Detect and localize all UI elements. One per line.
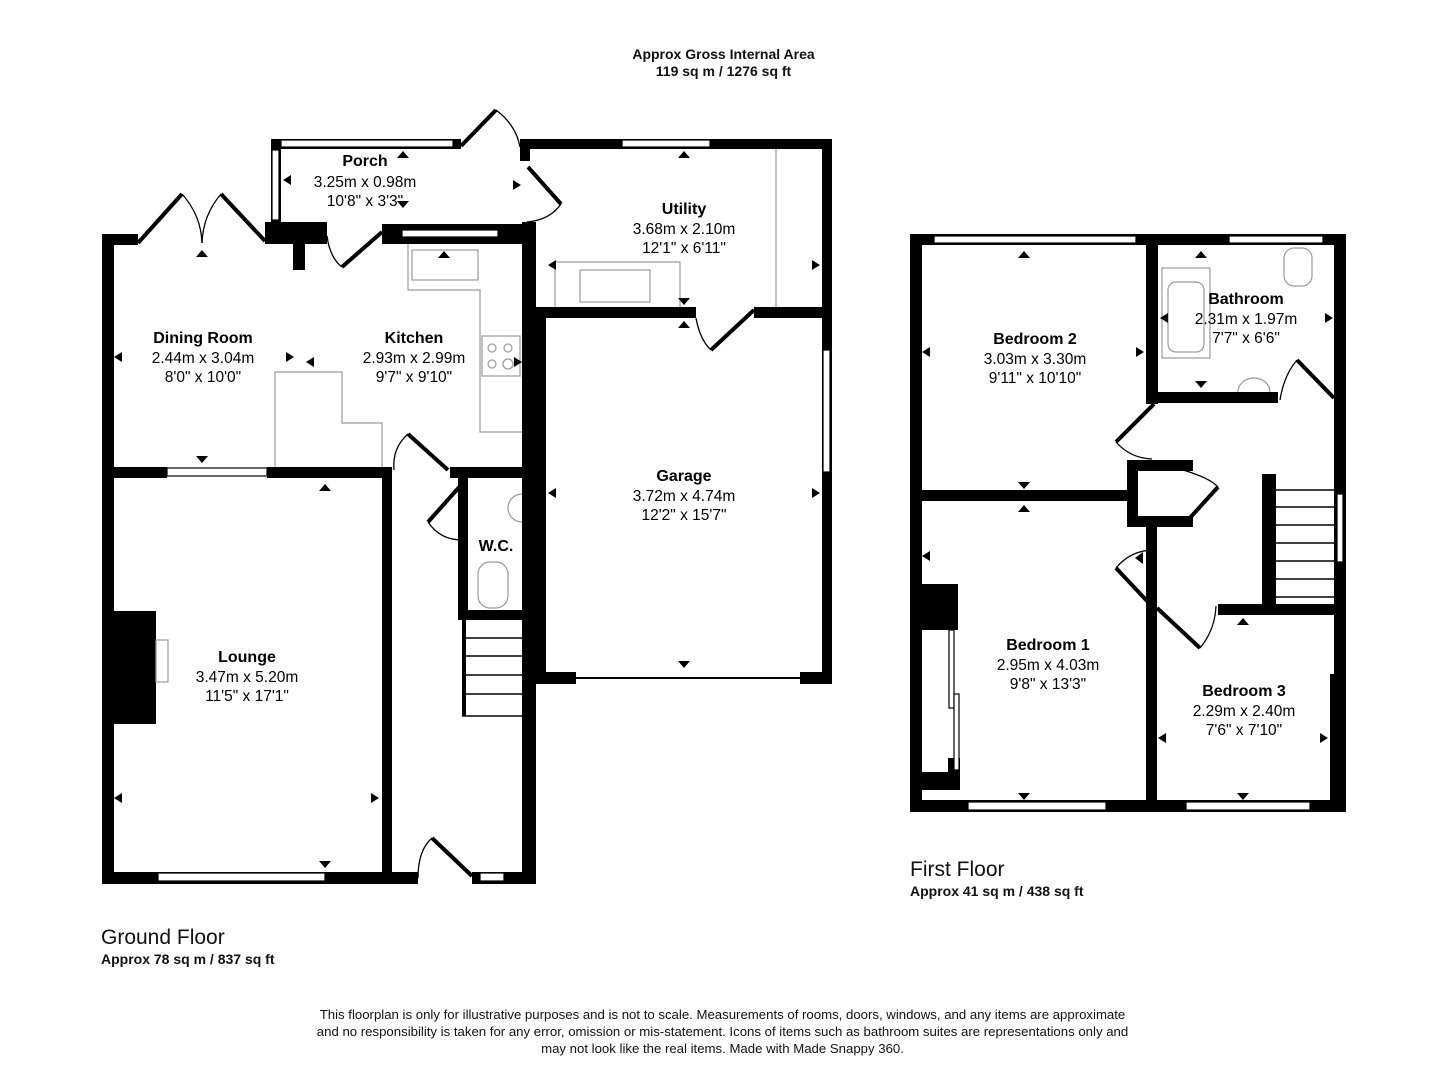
measurement-markers	[114, 151, 1333, 868]
room-label-bedroom-1: Bedroom 1 2.95m x 4.03m 9'8" x 13'3"	[997, 637, 1100, 693]
disclaimer-line-2: and no responsibility is taken for any e…	[316, 1024, 1129, 1039]
first-floor-plan	[910, 234, 1346, 812]
svg-text:3.03m x 3.30m: 3.03m x 3.30m	[984, 351, 1087, 368]
svg-text:12'1" x 6'11": 12'1" x 6'11"	[642, 240, 726, 257]
svg-text:9'8" x 13'3": 9'8" x 13'3"	[1010, 676, 1086, 693]
svg-text:3.47m x 5.20m: 3.47m x 5.20m	[196, 669, 299, 686]
svg-text:Porch: Porch	[342, 153, 387, 170]
svg-text:7'7" x 6'6": 7'7" x 6'6"	[1212, 330, 1280, 347]
svg-text:2.44m x 3.04m: 2.44m x 3.04m	[152, 350, 255, 367]
svg-text:Lounge: Lounge	[218, 649, 276, 666]
svg-text:10'8" x 3'3": 10'8" x 3'3"	[327, 193, 403, 210]
disclaimer-line-1: This floorplan is only for illustrative …	[319, 1007, 1126, 1022]
svg-text:W.C.: W.C.	[479, 538, 514, 555]
svg-text:8'0" x 10'0": 8'0" x 10'0"	[165, 369, 241, 386]
room-label-wc: W.C.	[479, 538, 514, 555]
room-label-garage: Garage 3.72m x 4.74m 12'2" x 15'7"	[633, 468, 736, 524]
room-label-dining-room: Dining Room 2.44m x 3.04m 8'0" x 10'0"	[152, 330, 255, 386]
svg-text:Utility: Utility	[662, 201, 707, 218]
svg-text:Bathroom: Bathroom	[1208, 291, 1284, 308]
svg-text:2.93m x 2.99m: 2.93m x 2.99m	[363, 350, 466, 367]
svg-text:12'2" x 15'7": 12'2" x 15'7"	[641, 507, 726, 524]
gross-area-heading: Approx Gross Internal Area 119 sq m / 12…	[0, 46, 1447, 80]
room-label-utility: Utility 3.68m x 2.10m 12'1" x 6'11"	[633, 201, 736, 257]
room-label-lounge: Lounge 3.47m x 5.20m 11'5" x 17'1"	[196, 649, 299, 705]
svg-text:3.68m x 2.10m: 3.68m x 2.10m	[633, 221, 736, 238]
svg-text:9'7" x 9'10": 9'7" x 9'10"	[376, 369, 452, 386]
room-label-kitchen: Kitchen 2.93m x 2.99m 9'7" x 9'10"	[363, 330, 466, 386]
disclaimer-line-3: may not look like the real items. Made w…	[541, 1041, 904, 1056]
gross-area-value: 119 sq m / 1276 sq ft	[655, 63, 792, 79]
svg-text:Bedroom 2: Bedroom 2	[993, 331, 1077, 348]
ground-floor-title: Ground Floor	[101, 926, 225, 949]
disclaimer: This floorplan is only for illustrative …	[270, 1006, 1175, 1057]
svg-text:9'11" x 10'10": 9'11" x 10'10"	[989, 370, 1081, 387]
svg-text:11'5" x 17'1": 11'5" x 17'1"	[205, 688, 289, 705]
first-floor-area: Approx 41 sq m / 438 sq ft	[910, 883, 1084, 899]
ground-floor-caption: Ground Floor Approx 78 sq m / 837 sq ft	[101, 926, 275, 968]
room-label-bedroom-2: Bedroom 2 3.03m x 3.30m 9'11" x 10'10"	[984, 331, 1087, 387]
svg-text:2.95m x 4.03m: 2.95m x 4.03m	[997, 657, 1100, 674]
svg-text:Bedroom 3: Bedroom 3	[1202, 683, 1286, 700]
first-floor-title: First Floor	[910, 858, 1005, 881]
gross-area-title: Approx Gross Internal Area	[632, 46, 815, 62]
svg-text:Kitchen: Kitchen	[385, 330, 444, 347]
svg-text:2.29m x 2.40m: 2.29m x 2.40m	[1193, 703, 1296, 720]
ground-floor-plan	[102, 108, 832, 884]
svg-text:Garage: Garage	[656, 468, 711, 485]
svg-text:7'6" x 7'10": 7'6" x 7'10"	[1206, 722, 1282, 739]
room-label-bedroom-3: Bedroom 3 2.29m x 2.40m 7'6" x 7'10"	[1193, 683, 1296, 739]
room-label-porch: Porch 3.25m x 0.98m 10'8" x 3'3"	[314, 153, 417, 210]
first-floor-caption: First Floor Approx 41 sq m / 438 sq ft	[910, 858, 1084, 900]
svg-text:Dining Room: Dining Room	[153, 330, 253, 347]
room-label-bathroom: Bathroom 2.31m x 1.97m 7'7" x 6'6"	[1195, 291, 1298, 347]
ground-floor-area: Approx 78 sq m / 837 sq ft	[101, 951, 275, 967]
svg-text:2.31m x 1.97m: 2.31m x 1.97m	[1195, 311, 1298, 328]
svg-text:Bedroom 1: Bedroom 1	[1006, 637, 1090, 654]
svg-text:3.25m x 0.98m: 3.25m x 0.98m	[314, 174, 417, 191]
svg-text:3.72m x 4.74m: 3.72m x 4.74m	[633, 488, 736, 505]
